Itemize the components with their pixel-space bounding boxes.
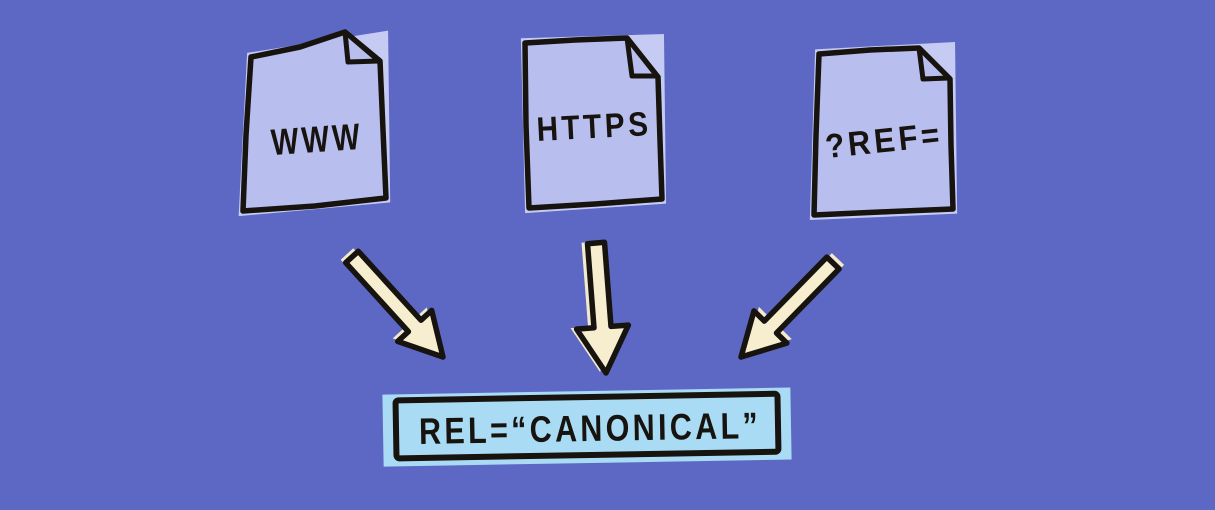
document-www: WWW (238, 29, 391, 217)
arrow-https-down-icon (573, 239, 632, 376)
document-https-label: HTTPS (536, 105, 653, 149)
canonical-label-text: REL=“CANONICAL” (419, 405, 762, 452)
document-ref-parameter-folded-corner-icon (916, 45, 952, 82)
canonical-label-box: REL=“CANONICAL” (382, 387, 792, 467)
canonical-label-border (392, 390, 782, 462)
document-https-page-shape (522, 35, 665, 211)
arrow-https-to-canonical (570, 239, 632, 376)
arrow-ref-parameter-to-canonical (738, 253, 845, 360)
arrow-www-down-right-icon (342, 248, 446, 360)
document-https: HTTPS (520, 34, 667, 214)
arrow-www-to-canonical (340, 248, 446, 360)
document-www-folded-corner-icon (342, 29, 382, 65)
arrow-ref-parameter-down-left-icon (738, 254, 842, 360)
document-ref-parameter-page-shape (811, 45, 956, 218)
document-www-label: WWW (270, 116, 365, 163)
document-https-folded-corner-icon (624, 35, 660, 79)
document-ref-parameter: ?REF= (809, 41, 958, 221)
document-www-page-shape (240, 29, 389, 214)
